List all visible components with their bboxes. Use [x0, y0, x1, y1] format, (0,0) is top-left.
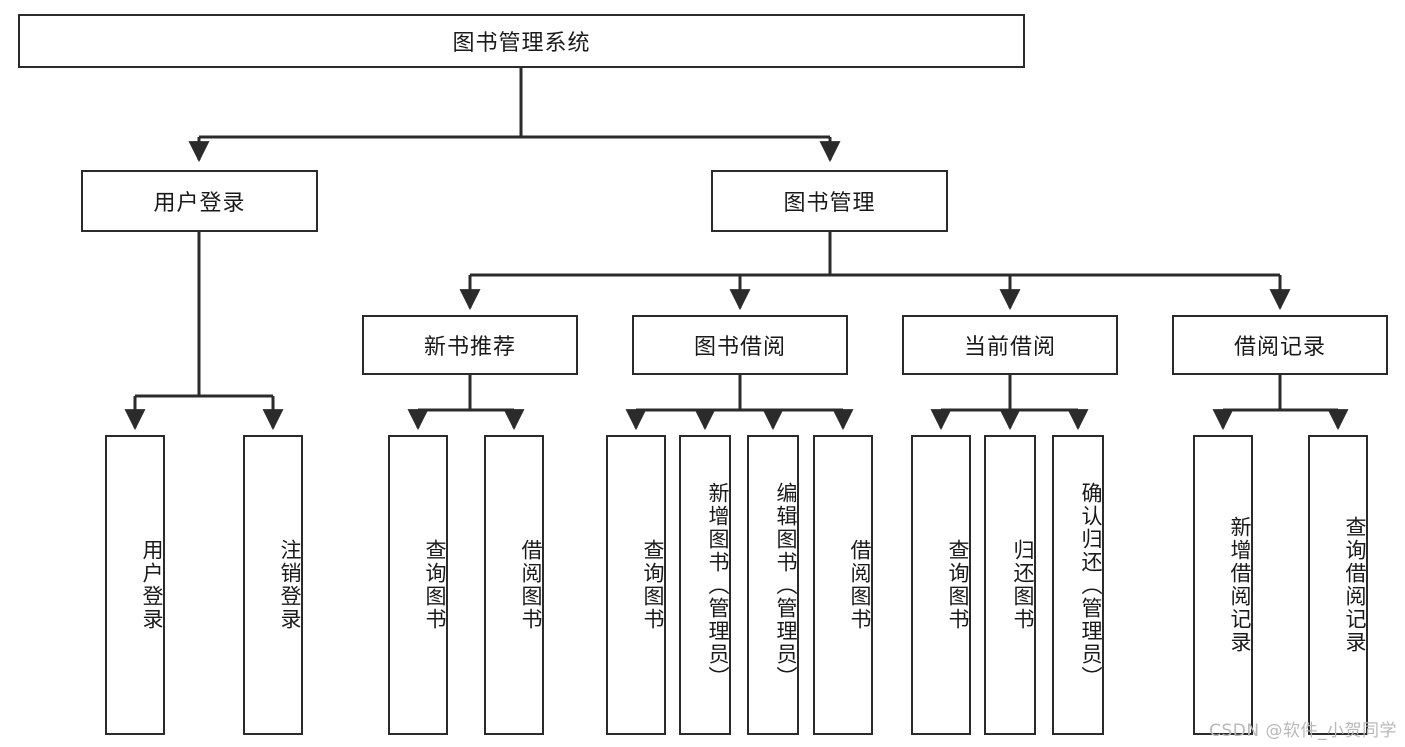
node-label: 借阅图书: [848, 539, 872, 631]
node-label: 查询借阅记录: [1343, 516, 1367, 654]
node-label: 确认归还（管理员）: [1079, 481, 1103, 689]
node-label: 新增借阅记录: [1228, 516, 1252, 654]
node-label: 图书管理系统: [452, 31, 591, 56]
node-label: 查询图书: [946, 539, 970, 631]
node-label: 注销登录: [278, 539, 302, 631]
leaf-user-login[interactable]: 用户登录: [105, 435, 165, 735]
node-label: 查询图书: [641, 539, 665, 631]
node-new-book-recommend[interactable]: 新书推荐: [362, 315, 578, 375]
leaf-query-book-recommend[interactable]: 查询图书: [388, 435, 448, 735]
leaf-edit-book-admin[interactable]: 编辑图书（管理员）: [747, 435, 799, 735]
node-label: 归还图书: [1011, 539, 1035, 631]
leaf-logout-login[interactable]: 注销登录: [243, 435, 303, 735]
leaf-query-book-current[interactable]: 查询图书: [911, 435, 971, 735]
node-borrow-record[interactable]: 借阅记录: [1172, 315, 1388, 375]
leaf-query-borrow-record[interactable]: 查询借阅记录: [1308, 435, 1368, 735]
node-label: 图书管理: [783, 191, 876, 216]
leaf-add-borrow-record[interactable]: 新增借阅记录: [1193, 435, 1253, 735]
node-label: 编辑图书（管理员）: [774, 481, 798, 689]
leaf-add-book-admin[interactable]: 新增图书（管理员）: [679, 435, 731, 735]
node-label: 借阅图书: [519, 539, 543, 631]
leaf-borrow-book[interactable]: 借阅图书: [813, 435, 873, 735]
node-label: 新增图书（管理员）: [706, 481, 730, 689]
node-book-management[interactable]: 图书管理: [711, 170, 948, 232]
leaf-confirm-return-admin[interactable]: 确认归还（管理员）: [1052, 435, 1104, 735]
leaf-query-book-borrow[interactable]: 查询图书: [606, 435, 666, 735]
node-label: 新书推荐: [423, 335, 516, 360]
leaf-borrow-book-recommend[interactable]: 借阅图书: [484, 435, 544, 735]
node-root-book-management-system[interactable]: 图书管理系统: [18, 14, 1025, 68]
node-label: 当前借阅: [963, 335, 1056, 360]
node-label: 查询图书: [423, 539, 447, 631]
node-current-borrow[interactable]: 当前借阅: [902, 315, 1118, 375]
node-book-borrow[interactable]: 图书借阅: [632, 315, 848, 375]
node-label: 借阅记录: [1233, 335, 1326, 360]
node-label: 用户登录: [153, 191, 246, 216]
node-label: 图书借阅: [693, 335, 786, 360]
node-user-login[interactable]: 用户登录: [81, 170, 318, 232]
watermark: CSDN @软件_小贺同学: [1209, 721, 1397, 741]
node-label: 用户登录: [140, 539, 164, 631]
leaf-return-book[interactable]: 归还图书: [984, 435, 1036, 735]
